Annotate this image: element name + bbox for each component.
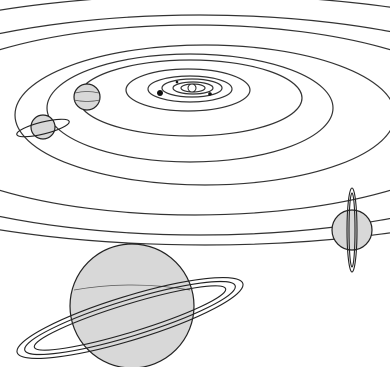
planet-saturn-small <box>15 115 70 140</box>
planet-uranus <box>332 188 372 272</box>
planet-earth <box>157 90 163 96</box>
planet-small-1 <box>208 92 212 96</box>
orbit-jupiter <box>15 45 390 185</box>
planet-saturn-large <box>11 244 250 367</box>
orbit-uranus <box>0 15 390 235</box>
planet-small-2 <box>176 81 179 84</box>
sun <box>188 84 196 92</box>
planet-jupiter-small <box>74 84 100 110</box>
outer-orbits <box>0 0 390 245</box>
middle-orbits <box>15 45 390 185</box>
orbit-mars <box>78 60 302 136</box>
